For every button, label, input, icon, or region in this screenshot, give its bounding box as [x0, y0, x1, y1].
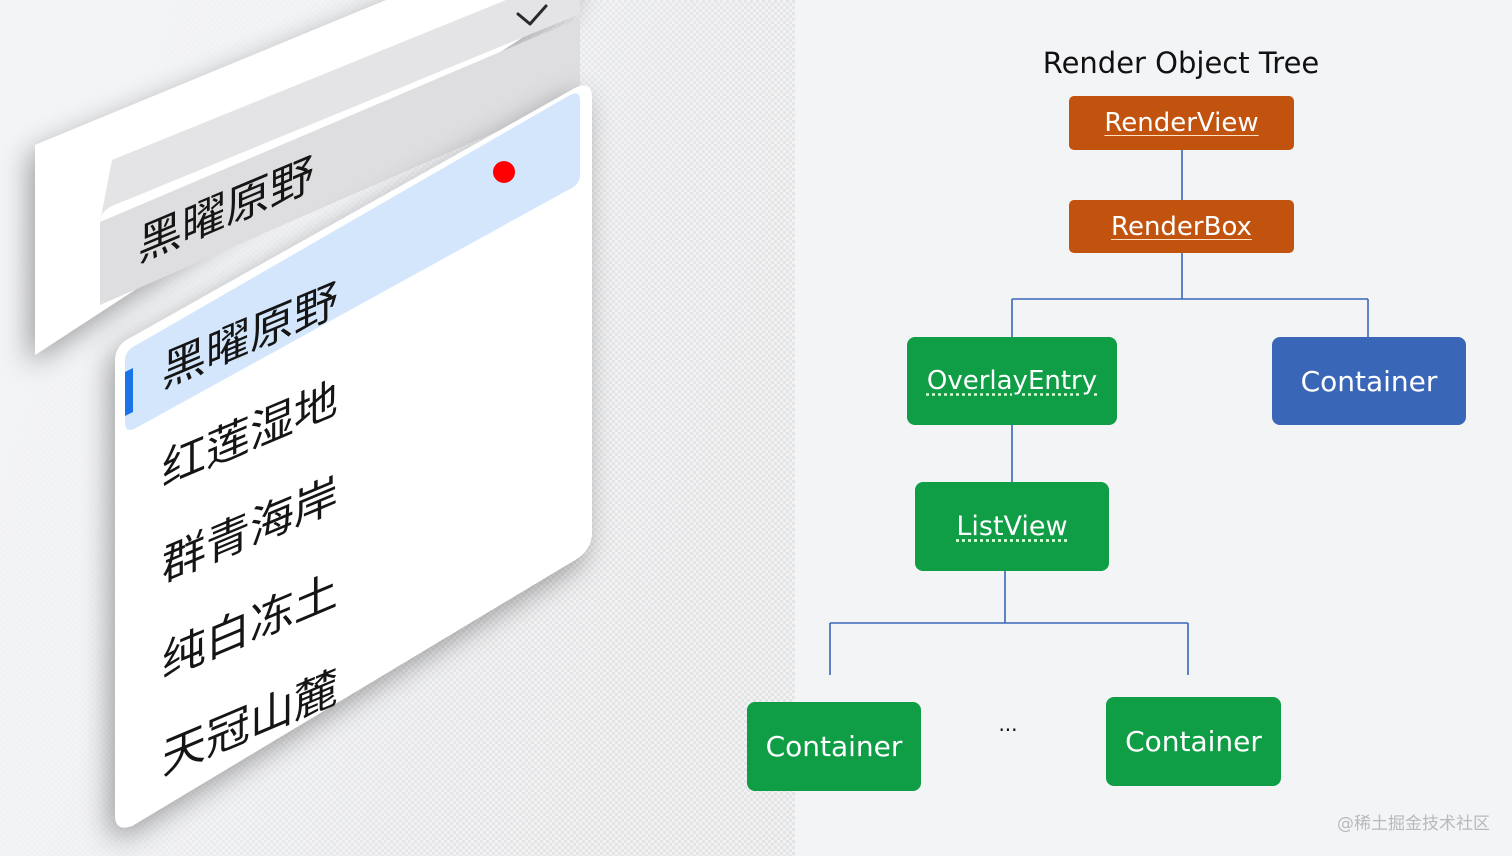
node-label: Container [765, 730, 903, 763]
node-label: RenderView [1104, 108, 1259, 138]
selection-indicator [125, 368, 133, 416]
node-label: RenderBox [1111, 211, 1252, 242]
node-overlayentry: OverlayEntry [907, 337, 1117, 425]
node-listview: ListView [915, 482, 1109, 571]
node-renderbox: RenderBox [1069, 200, 1294, 253]
ellipsis-text: ... [998, 712, 1018, 736]
node-container-left-child: Container [747, 702, 921, 791]
node-label: OverlayEntry [926, 366, 1098, 396]
watermark: @稀土掘金技术社区 [1337, 814, 1490, 834]
dropdown-field[interactable] [100, 18, 580, 305]
pointer-dot [493, 161, 515, 183]
node-label: Container [1125, 725, 1262, 758]
dropdown-field-top [100, 0, 580, 222]
dropdown-menu [115, 85, 592, 828]
node-container-right-child: Container [1106, 697, 1281, 786]
check-icon [516, 4, 548, 26]
dropdown-scene: 黑曜原野 黑曜原野 红莲湿地 群青海岸 纯白冻土 天冠山麓 [35, 0, 592, 828]
dropdown-option-highlight [125, 93, 580, 430]
dropdown-illustration: 黑曜原野 黑曜原野 红莲湿地 群青海岸 纯白冻土 天冠山麓 [0, 0, 795, 856]
node-renderview: RenderView [1069, 96, 1294, 150]
diagram-title: Render Object Tree [1042, 46, 1320, 80]
node-label: Container [1300, 364, 1438, 398]
node-container-right: Container [1272, 337, 1466, 425]
node-label: ListView [956, 511, 1068, 542]
